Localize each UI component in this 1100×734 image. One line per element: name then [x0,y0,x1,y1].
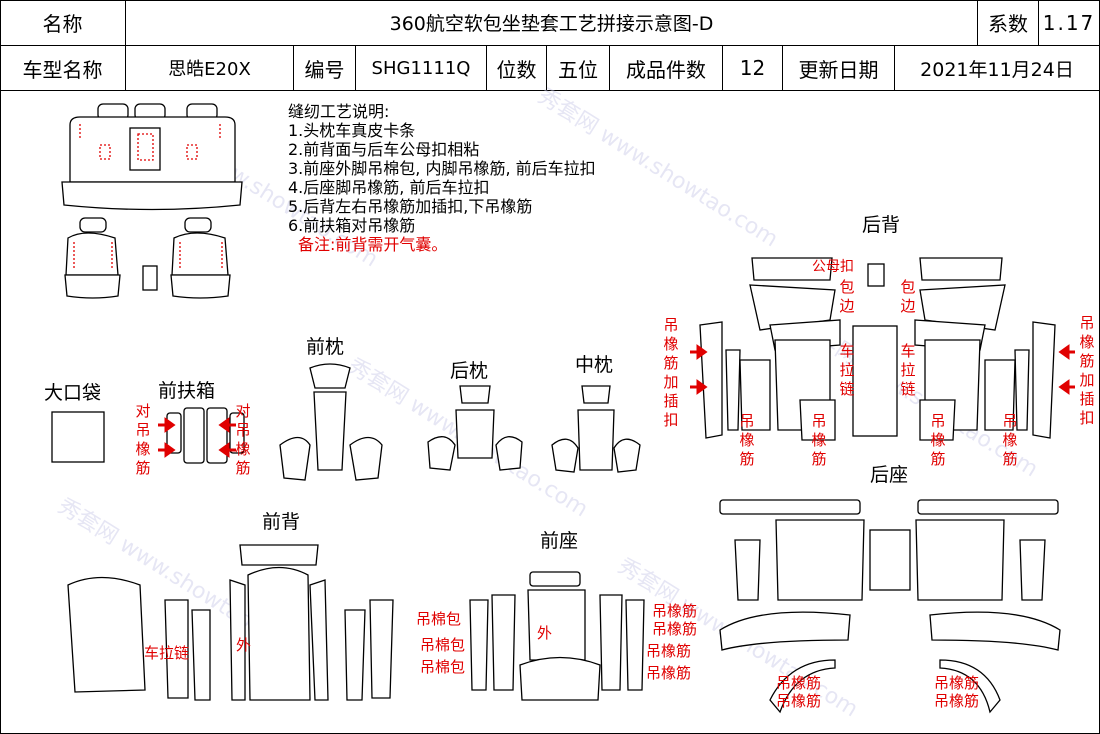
seats-label: 位数 [487,46,547,91]
label-hang-elastic-h: 吊橡筋 [776,674,822,692]
section-rear-seat: 后座 [870,464,909,486]
note-item: 6.前扶箱对吊橡筋 [288,216,416,235]
annotation-arrows [158,344,1075,458]
diagram-title: 360航空软包坐垫套工艺拼接示意图-D [126,0,978,46]
label-hang-cotton: 吊棉包 [420,636,466,654]
label-pair-hang-elastic-left: 对吊橡筋 [135,402,151,477]
mid-headrest-pieces [551,385,641,473]
label-hang-elastic: 吊橡筋 [811,412,827,468]
pieces-value: 12 [723,46,783,91]
date-label: 更新日期 [783,46,895,91]
sewing-notes: 缝纫工艺说明: 1.头枕车真皮卡条 2.前背面与后车公母扣相粘 3.前座外脚吊棉… [288,102,596,254]
section-front-seat: 前座 [540,530,579,552]
label-hang-cotton: 吊棉包 [420,658,466,676]
model-value: 思皓E20X [126,46,294,91]
rear-bench-thumbnail [61,103,243,211]
section-big-pocket: 大口袋 [44,382,102,404]
label-wrap-edge-left: 包边 [839,278,855,315]
label-hang-elastic-plug-left: 吊橡筋加插扣 [663,316,679,429]
front-seat-thumbnail [64,217,231,299]
note-item: 5.后背左右吊橡筋加插扣,下吊橡筋 [288,197,533,216]
label-hang-elastic: 吊橡筋 [930,412,946,468]
label-zipper-front-back: 车拉链 [144,644,190,662]
label-pair-hang-elastic-right: 对吊橡筋 [235,402,251,477]
section-front-armrest: 前扶箱 [158,380,216,402]
label-outer-front-back: 外 [236,636,252,654]
seats-value: 五位 [547,46,610,91]
code-label: 编号 [294,46,356,91]
label-zipper-right: 车拉链 [900,342,916,398]
rear-headrest-pieces [427,385,523,471]
label-hang-elastic-h: 吊橡筋 [646,642,692,660]
label-hang-elastic-h: 吊橡筋 [934,674,980,692]
front-armrest-pieces [166,407,245,464]
label-hang-elastic-h: 吊橡筋 [776,692,822,710]
label-hang-elastic-plug-right: 吊橡筋加插扣 [1079,314,1095,427]
label-hang-elastic: 吊橡筋 [739,412,755,468]
label-hang-cotton: 吊棉包 [416,610,462,628]
big-pocket-piece [51,411,105,463]
code-value: SHG1111Q [356,46,487,91]
front-seat-pieces [469,571,645,701]
label-hang-elastic-h: 吊橡筋 [934,692,980,710]
front-headrest-pieces [279,363,383,481]
note-item: 1.头枕车真皮卡条 [288,121,416,140]
front-back-pieces [67,544,394,701]
pieces-label: 成品件数 [610,46,723,91]
label-hang-elastic-h: 吊橡筋 [646,664,692,682]
notes-heading: 缝纫工艺说明: [288,102,390,121]
section-mid-headrest: 中枕 [575,354,614,376]
model-label: 车型名称 [0,46,126,91]
note-item: 4.后座脚吊橡筋, 前后车拉扣 [288,178,490,197]
label-male-female-snap: 公母扣 [812,259,854,275]
section-rear-headrest: 后枕 [450,360,489,382]
note-item: 2.前背面与后车公母扣相粘 [288,140,480,159]
rear-seat-pieces [719,499,1061,714]
name-label: 名称 [0,0,126,46]
rear-back-pieces [699,257,1056,441]
section-front-back: 前背 [262,511,301,533]
coef-label: 系数 [978,0,1039,46]
section-rear-back: 后背 [862,214,901,236]
label-hang-elastic: 吊橡筋 [1002,412,1018,468]
label-hang-elastic-h: 吊橡筋 [652,620,698,638]
section-front-headrest: 前枕 [306,336,345,358]
note-item: 3.前座外脚吊棉包, 内脚吊橡筋, 前后车拉扣 [288,159,596,178]
label-outer-front-seat: 外 [537,624,553,642]
label-hang-elastic-h: 吊橡筋 [652,602,698,620]
notes-remark: 备注:前背需开气囊。 [298,235,448,254]
label-zipper-left: 车拉链 [839,342,855,398]
label-wrap-edge-right: 包边 [900,278,916,315]
